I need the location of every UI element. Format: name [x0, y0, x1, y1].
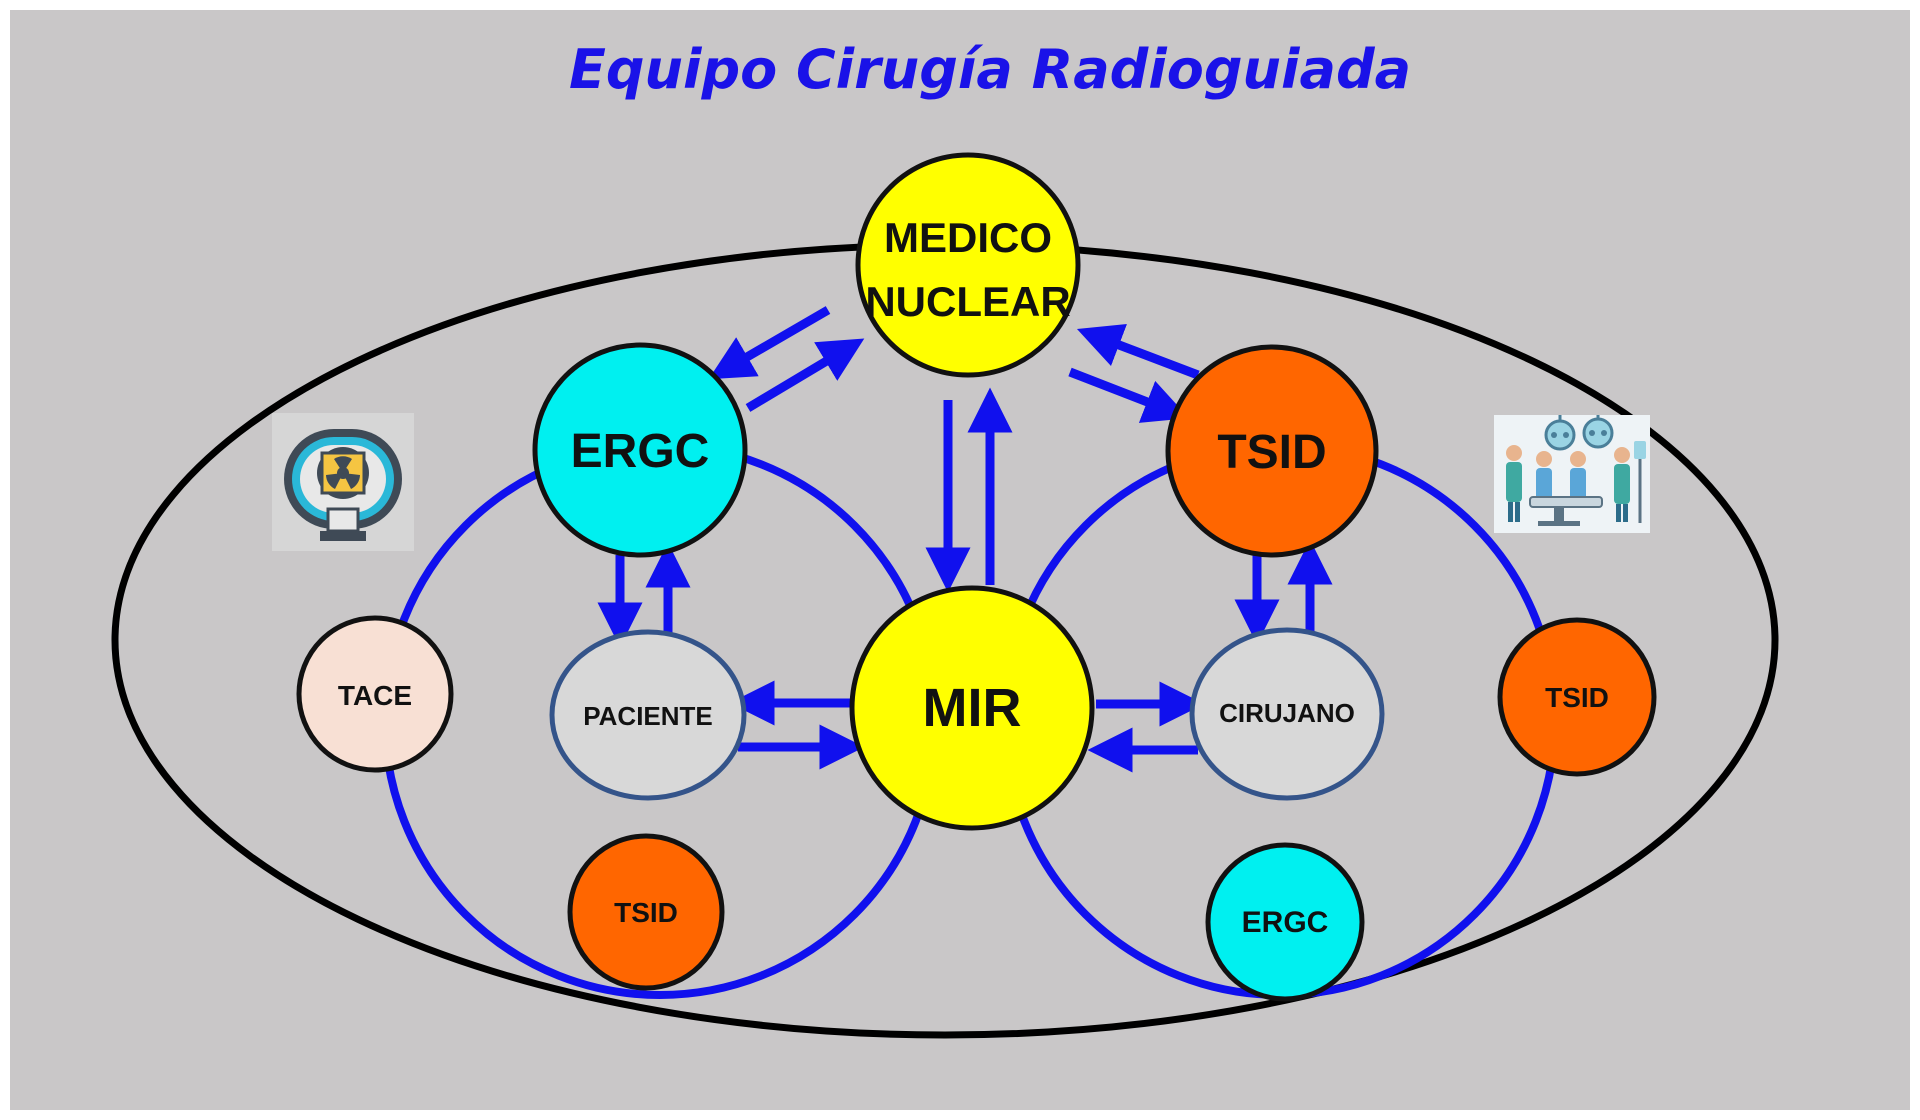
- ergc-right-label: ERGC: [1242, 906, 1329, 939]
- ergc-main-label: ERGC: [571, 425, 710, 478]
- diagram-title: Equipo Cirugía Radioguiada: [569, 38, 1411, 101]
- node-cirujano: CIRUJANO: [1189, 627, 1385, 801]
- node-paciente: PACIENTE: [549, 629, 747, 801]
- medico-nuclear-line2: NUCLEAR: [865, 278, 1070, 325]
- node-tsid-main: TSID: [1165, 344, 1379, 558]
- cirujano-label: CIRUJANO: [1219, 698, 1355, 728]
- paciente-label: PACIENTE: [583, 701, 713, 731]
- tsid-left-label: TSID: [614, 897, 678, 928]
- nuclear-scanner-icon: [272, 413, 414, 551]
- arrow-tsid-to-medico: [1076, 323, 1200, 380]
- arrow-medico-to-ergc: [708, 306, 831, 380]
- arrow-medico-to-tsid: [1068, 367, 1189, 423]
- operating-room-team-icon: [1494, 415, 1650, 533]
- arrows: [597, 306, 1333, 773]
- node-mir: MIR: [849, 585, 1095, 831]
- node-tsid-right: TSID: [1497, 617, 1657, 777]
- node-tace: TACE: [296, 615, 454, 773]
- tace-label: TACE: [338, 680, 412, 711]
- arrow-ergc-to-medico: [745, 338, 865, 412]
- node-ergc-right: ERGC: [1205, 842, 1365, 1002]
- medico-nuclear-line1: MEDICO: [884, 214, 1052, 261]
- mir-label: MIR: [923, 678, 1022, 738]
- tsid-right-label: TSID: [1545, 682, 1609, 713]
- tsid-main-label: TSID: [1217, 426, 1326, 479]
- node-medico-nuclear: MEDICO NUCLEAR: [855, 152, 1081, 378]
- node-tsid-left: TSID: [567, 833, 725, 991]
- node-ergc-main: ERGC: [532, 342, 748, 558]
